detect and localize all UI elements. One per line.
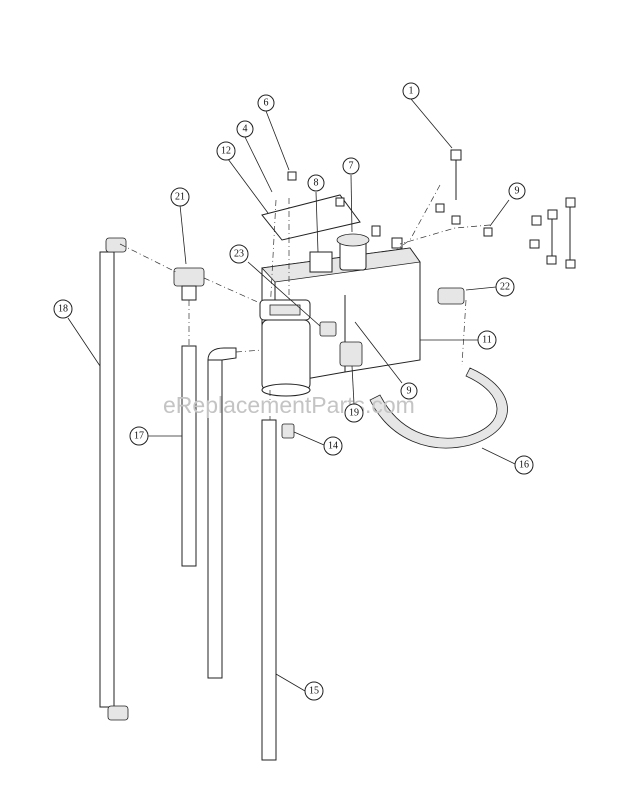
svg-text:12: 12 (221, 146, 231, 157)
svg-text:18: 18 (58, 304, 68, 315)
tube-18 (99, 237, 129, 721)
fitting-14 (281, 423, 295, 439)
svg-text:1: 1 (409, 86, 414, 97)
callout-15: 15 (304, 681, 324, 701)
bolt-hardware (287, 149, 576, 269)
callout-16: 16 (514, 455, 534, 475)
svg-text:19: 19 (349, 408, 359, 419)
tube-unlabeled (207, 347, 237, 679)
sensor-block (309, 251, 333, 273)
svg-text:7: 7 (349, 161, 354, 172)
callout-9-bottom: 9 (400, 382, 418, 400)
svg-text:8: 8 (314, 178, 319, 189)
callout-4: 4 (236, 120, 254, 138)
callout-23: 23 (229, 244, 249, 264)
tube-17 (181, 345, 197, 567)
callout-6: 6 (257, 94, 275, 112)
callout-leaders (67, 98, 516, 692)
svg-text:23: 23 (234, 249, 244, 260)
svg-text:14: 14 (328, 441, 338, 452)
callout-1: 1 (402, 82, 420, 100)
svg-text:9: 9 (407, 386, 412, 397)
svg-text:4: 4 (243, 124, 248, 135)
fitting-21 (173, 267, 205, 301)
fitting-19 (339, 341, 363, 367)
callout-17: 17 (129, 426, 149, 446)
callout-19: 19 (344, 403, 364, 423)
filler-cap (336, 233, 370, 271)
svg-text:17: 17 (134, 431, 144, 442)
callout-12: 12 (216, 141, 236, 161)
svg-text:11: 11 (482, 335, 492, 346)
callout-8: 8 (307, 174, 325, 192)
callout-7: 7 (342, 157, 360, 175)
svg-text:15: 15 (309, 686, 319, 697)
tube-15 (261, 419, 277, 761)
callout-22: 22 (495, 277, 515, 297)
watermark-text: eReplacementParts.com (163, 392, 415, 418)
callout-11: 11 (477, 330, 497, 350)
hose-16 (369, 367, 508, 449)
filter-assembly (259, 299, 311, 397)
callout-9-top: 9 (508, 182, 526, 200)
svg-text:22: 22 (500, 282, 510, 293)
svg-text:9: 9 (515, 186, 520, 197)
svg-text:6: 6 (264, 98, 269, 109)
fitting-22 (437, 287, 465, 305)
callout-18: 18 (53, 299, 73, 319)
fitting-23 (319, 321, 337, 337)
svg-text:21: 21 (175, 192, 185, 203)
callout-14: 14 (323, 436, 343, 456)
svg-text:16: 16 (519, 460, 529, 471)
callout-21: 21 (170, 187, 190, 207)
